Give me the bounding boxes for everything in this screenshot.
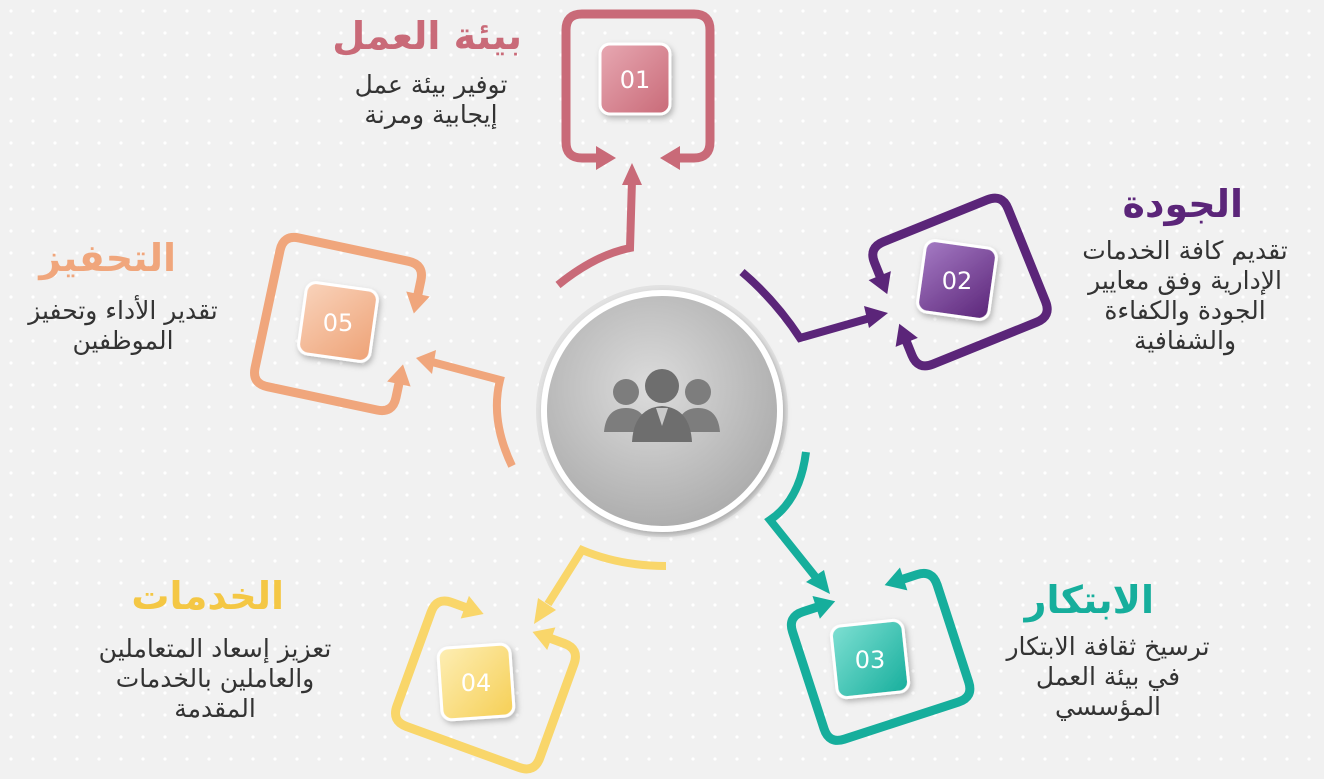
connector-arrow-04 — [544, 544, 667, 607]
number-04: 04 — [461, 669, 492, 697]
frame-04 — [391, 596, 580, 774]
number-box-03 — [829, 618, 911, 700]
frame-arrowhead-05b — [387, 364, 411, 387]
connector-arrow-02 — [739, 268, 872, 343]
arrowhead-04 — [534, 598, 556, 624]
frame-02 — [868, 193, 1052, 371]
desc-motivation: تقدير الأداء وتحفيز الموظفين — [28, 296, 218, 355]
desc-services: تعزيز إسعاد المتعاملين والعاملين بالخدما… — [98, 634, 332, 723]
arrowhead-05 — [416, 350, 436, 374]
item-work-environment: 01 — [555, 9, 715, 289]
connector-arrow-01 — [555, 179, 636, 289]
frame-05 — [250, 232, 426, 416]
number-03: 03 — [855, 646, 886, 674]
arrowhead-03 — [806, 570, 830, 594]
number-01: 01 — [620, 66, 651, 94]
desc-innovation: ترسيخ ثقافة الابتكار في بيئة العمل المؤس… — [1006, 632, 1210, 721]
number-box-05 — [297, 281, 379, 363]
arrowhead-01 — [622, 163, 642, 185]
title-quality: الجودة — [1122, 182, 1243, 226]
desc-work-environment: توفير بيئة عمل إيجابية ومرنة — [354, 70, 508, 129]
frame-arrowhead-04a — [460, 595, 484, 619]
frame-arrowhead-03b — [884, 567, 908, 591]
number-05: 05 — [323, 309, 354, 337]
number-box-01 — [598, 42, 672, 116]
number-box-04 — [436, 642, 516, 722]
frame-arrowhead-02a — [868, 271, 891, 295]
people-group-icon — [604, 369, 720, 442]
center-hub — [536, 285, 788, 537]
title-services: الخدمات — [131, 574, 284, 618]
title-innovation: الابتكار — [1024, 578, 1154, 622]
item-quality: 02 — [739, 193, 1052, 371]
frame-arrowhead-01b — [660, 146, 680, 170]
arrowhead-02 — [864, 306, 888, 328]
frame-01 — [561, 9, 715, 163]
connector-arrow-05 — [430, 358, 516, 468]
connector-arrow-03 — [764, 451, 822, 583]
frame-arrowhead-05a — [406, 291, 430, 314]
item-motivation: 05 — [250, 232, 516, 468]
number-02: 02 — [942, 267, 973, 295]
frame-arrowhead-02b — [895, 323, 918, 347]
item-innovation: 03 — [764, 451, 975, 745]
number-box-02 — [916, 239, 998, 321]
item-services: 04 — [391, 544, 667, 774]
desc-quality: تقديم كافة الخدمات الإدارية وفق معايير ا… — [1082, 236, 1288, 355]
frame-arrowhead-04b — [532, 627, 556, 650]
title-work-environment: بيئة العمل — [332, 14, 522, 58]
frame-03 — [786, 568, 975, 745]
title-motivation: التحفيز — [39, 236, 176, 280]
frame-arrowhead-03a — [812, 595, 836, 619]
frame-arrowhead-01a — [596, 146, 616, 170]
